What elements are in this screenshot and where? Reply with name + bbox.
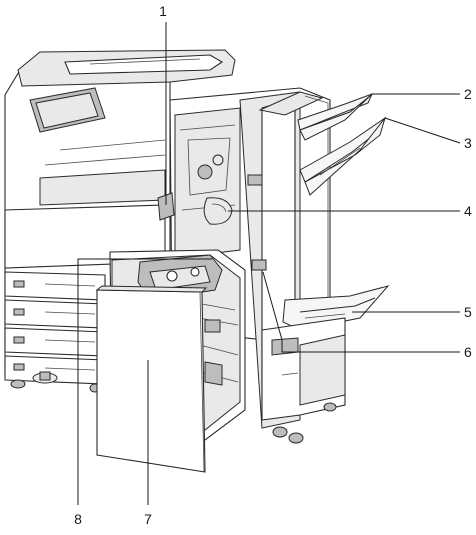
callout-5: 5 xyxy=(464,304,472,320)
callout-3: 3 xyxy=(464,135,472,151)
booklet-tray xyxy=(282,285,390,331)
callout-4: 4 xyxy=(464,203,472,219)
front-door[interactable] xyxy=(95,285,208,473)
callout-6: 6 xyxy=(464,344,472,360)
control-panel xyxy=(29,87,106,133)
knob-4[interactable] xyxy=(203,197,233,225)
callout-numbers: 1 2 3 4 5 6 7 8 xyxy=(74,3,472,527)
callout-1: 1 xyxy=(159,3,167,19)
callout-leader-lines xyxy=(77,22,461,505)
handle-1[interactable] xyxy=(157,192,175,221)
callout-2: 2 xyxy=(464,86,472,102)
stacker-tray xyxy=(299,116,387,196)
callout-8: 8 xyxy=(74,511,82,527)
printer-main-unit xyxy=(4,49,236,393)
callout-7: 7 xyxy=(144,511,152,527)
